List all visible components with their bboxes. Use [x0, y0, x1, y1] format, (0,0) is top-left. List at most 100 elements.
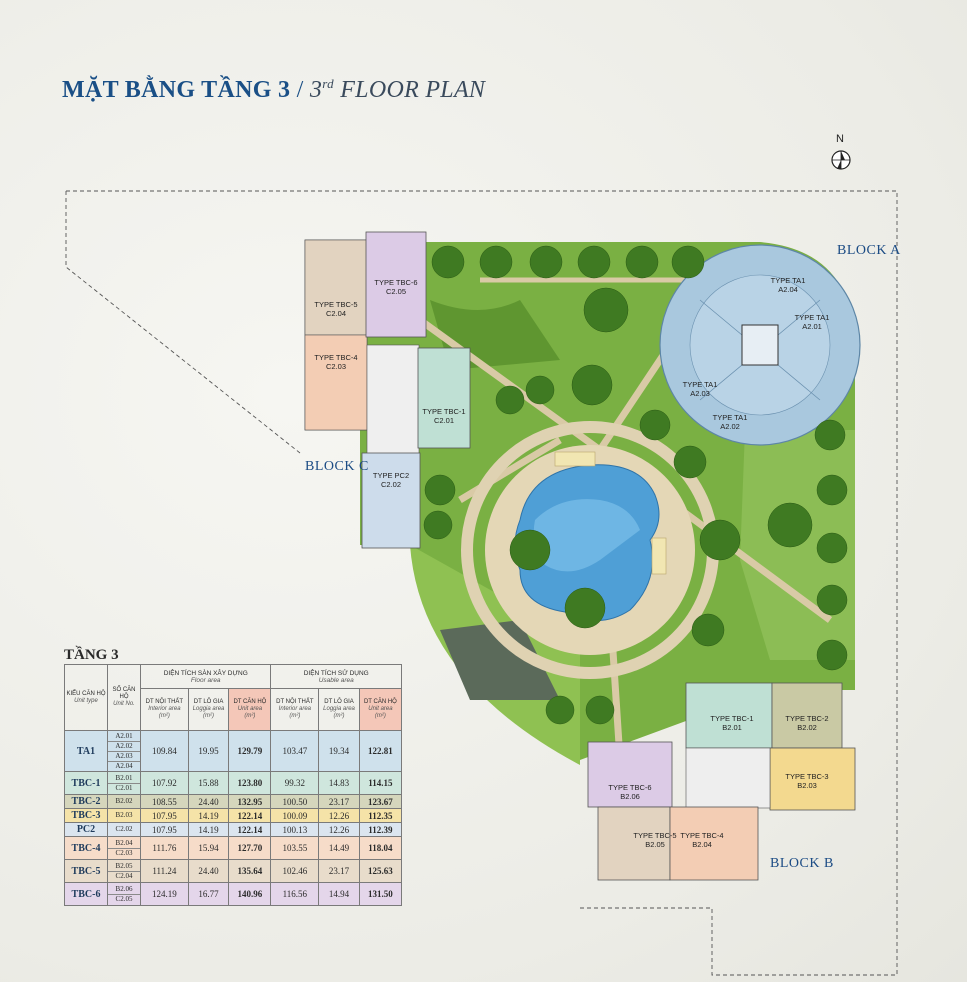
unit-number: C2.01: [115, 783, 133, 792]
cell-fu: 122.14: [228, 808, 272, 823]
unit-number: A2.02: [108, 742, 140, 752]
title-separator: /: [296, 77, 304, 103]
unit-tbc1-c: [417, 347, 471, 449]
block-b-label: BLOCK B: [770, 856, 834, 871]
unit-number: B2.04: [108, 839, 140, 849]
unit-tbc5-c: [304, 239, 368, 336]
unit-tbc1-b: [685, 682, 773, 749]
header-text-en: Interior area: [278, 706, 312, 712]
cell-fl: 14.19: [187, 808, 230, 823]
unit-number-text: A2.01: [802, 322, 822, 331]
header-unit: (m²): [289, 713, 301, 719]
header-unit-type-vn: KIỂU CĂN HỘ: [66, 690, 106, 697]
cell-unit-type: TBC-4: [64, 836, 108, 860]
cell-unit-type: TA1: [64, 730, 108, 772]
cell-fi: 111.24: [140, 859, 189, 883]
unit-number: A2.01: [108, 732, 140, 742]
header-text: DT NỘI THẤT: [276, 699, 314, 705]
unit-tbc6-b: [587, 741, 673, 808]
header-text: DT CĂN HỘ: [233, 699, 267, 705]
sun-loungers-east: [651, 537, 667, 575]
unit-number-text: B2.02: [797, 723, 817, 732]
compass-icon: [831, 150, 851, 170]
cell-unit-numbers: C2.02: [107, 822, 141, 837]
cell-uu: 112.35: [358, 808, 403, 823]
header-usable-area-en: Usable area: [318, 676, 354, 684]
cell-ul: 14.94: [318, 882, 360, 906]
cell-ui: 100.09: [270, 808, 320, 823]
cell-uu: 122.81: [358, 730, 403, 772]
unit-tbc2-b: [771, 682, 843, 749]
unit-number: C2.02: [115, 825, 133, 833]
title-floor-number: 3: [309, 77, 323, 103]
unit-pc2-c: [361, 452, 421, 549]
cell-fu: 129.79: [228, 730, 272, 772]
cell-unit-type: PC2: [64, 822, 108, 837]
cell-unit-numbers: B2.02: [107, 794, 141, 809]
header-unit-no-vn: SỐ CĂN HỘ: [112, 687, 136, 700]
unit-number: B2.02: [115, 797, 133, 805]
unit-number: B2.06: [108, 885, 140, 895]
header-text-en: Unit area: [368, 706, 393, 712]
unit-type-text: TYPE PC2: [372, 471, 410, 480]
unit-number-text: A2.04: [778, 285, 798, 294]
unit-number-text: B2.05: [645, 840, 665, 849]
unit-type-text: TYPE TBC-6: [608, 783, 652, 792]
cell-fl: 15.94: [187, 836, 230, 860]
unit-type-text: TYPE TBC-1: [422, 407, 466, 416]
unit-number-text: C2.04: [325, 309, 346, 318]
cell-ul: 23.17: [318, 859, 360, 883]
title-ordinal-suffix: rd: [322, 76, 334, 91]
unit-type-text: TYPE TA1: [770, 276, 806, 285]
cell-uu: 114.15: [358, 771, 403, 795]
title-english: 3rd FLOOR PLAN: [309, 76, 485, 103]
unit-number-text: A2.02: [720, 422, 740, 431]
cell-fl: 24.40: [187, 794, 230, 809]
cell-ui: 103.55: [270, 836, 320, 860]
cell-ul: 14.83: [318, 771, 360, 795]
cell-unit-type: TBC-5: [64, 859, 108, 883]
cell-fi: 107.95: [140, 808, 189, 823]
cell-fi: 111.76: [140, 836, 189, 860]
cell-fl: 16.77: [187, 882, 230, 906]
pool-shallow: [533, 499, 640, 572]
unit-number-text: A2.03: [690, 389, 710, 398]
cell-fl: 19.95: [187, 730, 230, 772]
cell-unit-type: TBC-1: [64, 771, 108, 795]
header-unit: (m²): [203, 713, 215, 719]
cell-unit-type: TBC-3: [64, 808, 108, 823]
unit-number: C2.03: [115, 848, 133, 857]
cell-fi: 124.19: [140, 882, 189, 906]
header-text: DT NỘI THẤT: [145, 699, 184, 705]
unit-number-text: C2.01: [433, 416, 454, 425]
header-text: DT LÔ GIA: [324, 699, 354, 705]
cell-ul: 19.34: [318, 730, 360, 772]
unit-type-text: TYPE TBC-5: [314, 300, 358, 309]
unit-type-text: TYPE TA1: [712, 413, 748, 422]
cell-ul: 14.49: [318, 836, 360, 860]
unit-type-text: TYPE TBC-3: [785, 772, 829, 781]
header-unit: (m²): [333, 713, 345, 719]
cell-fi: 107.95: [140, 822, 189, 837]
unit-number-text: B2.06: [620, 792, 640, 801]
cell-fl: 15.88: [187, 771, 230, 795]
unit-type-text: TYPE TBC-4: [314, 353, 358, 362]
unit-type-text: TYPE TBC-4: [680, 831, 724, 840]
